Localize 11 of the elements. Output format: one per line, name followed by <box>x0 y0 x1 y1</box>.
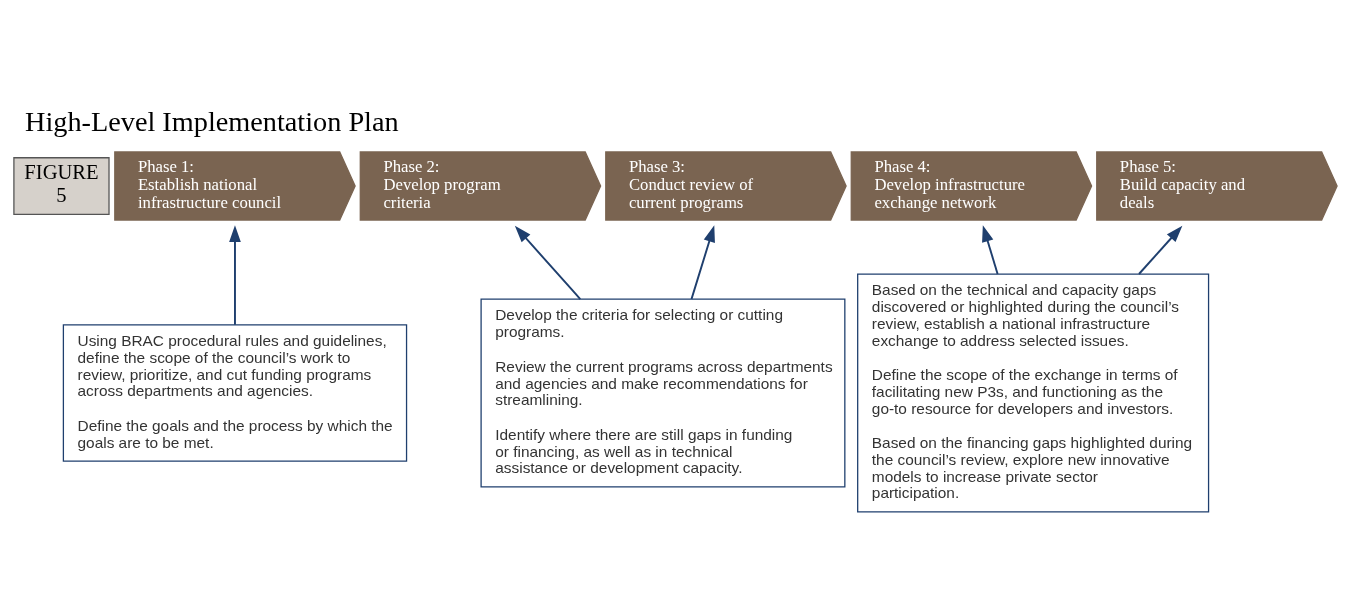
arrow <box>229 224 241 326</box>
arrow <box>1138 225 1183 275</box>
node-box: Develop the criteria for selecting or cutting programs. Review the current programs across departments and agencies and make recommendations for streamlining. Identify where there are still gaps in funding or financing, as well as in technical assistance or development capacity. <box>480 298 846 487</box>
arrow <box>690 224 715 300</box>
node-box: Based on the technical and capacity gaps discovered or highlighted during the council’s review, establish a national infrastructure exchange to address selected issues. Define the scope of the exchange in terms of facilitating new P3s, and functioning as the go-to resource for developers and investors. Based on the financing gaps highlighted during the council’s review, explore new innovative models to increase private sector participation. <box>857 272 1210 512</box>
label: 5 <box>56 183 67 206</box>
arrow <box>982 224 999 275</box>
arrow <box>514 225 582 300</box>
label: FIGURE <box>24 160 99 183</box>
diagram-title: High-Level Implementation Plan <box>25 105 399 137</box>
node-box: Using BRAC procedural rules and guidelines, define the scope of the council’s work to review, prioritize, and cut funding programs across departments and agencies. Define the goals and the process by which the goals are to be met. <box>62 323 408 462</box>
